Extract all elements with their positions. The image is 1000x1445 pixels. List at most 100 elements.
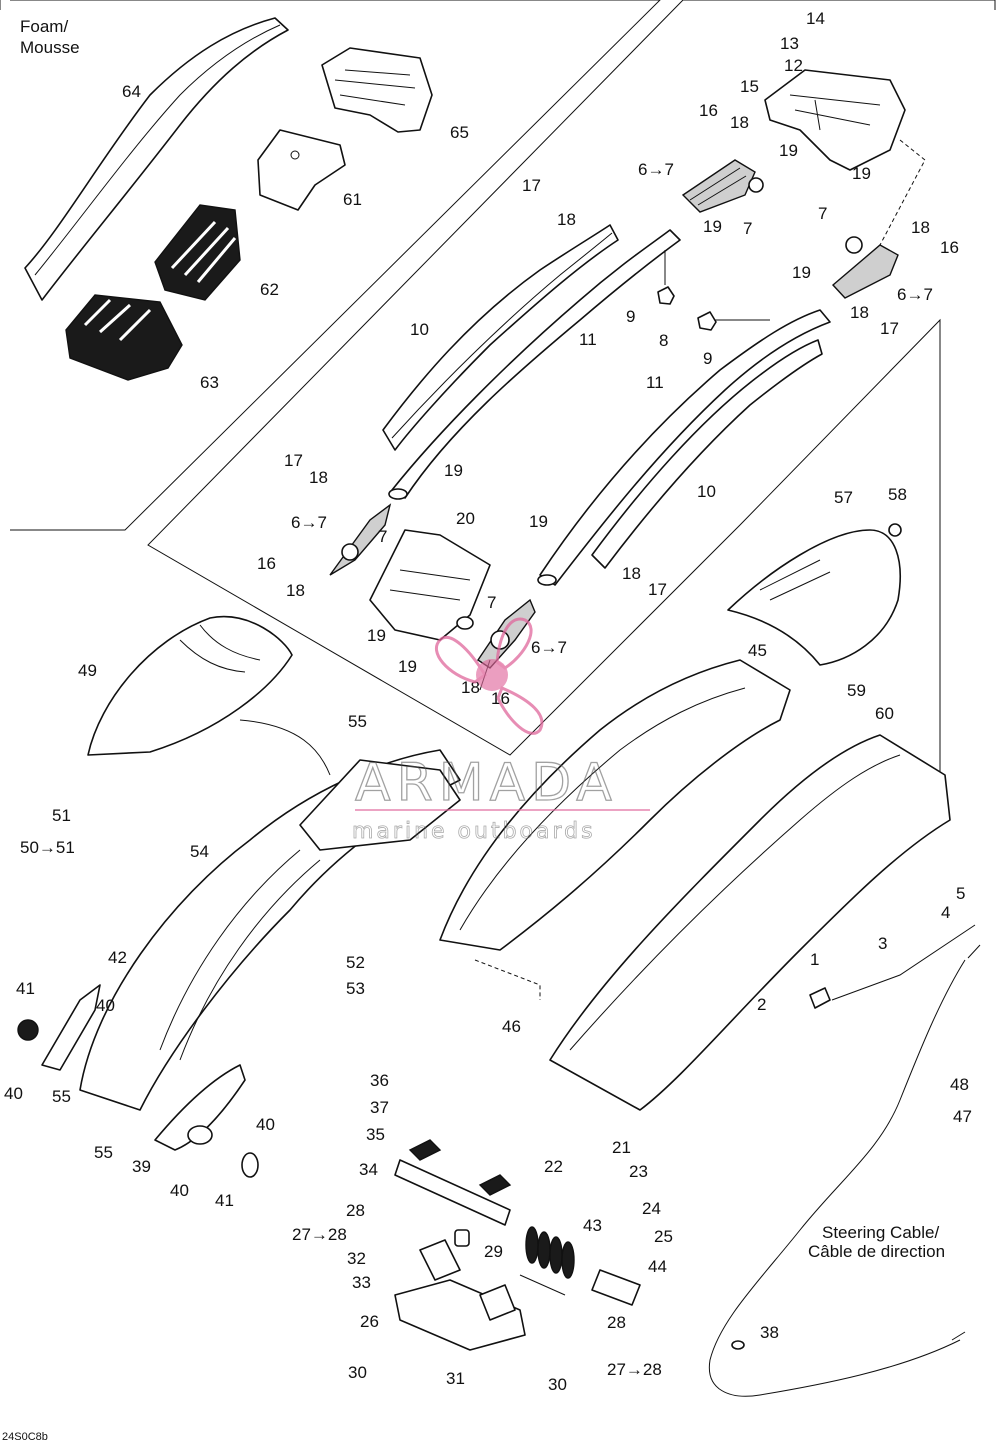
callout: 11 [579,330,597,349]
callout: 35 [366,1125,385,1144]
callout: 17 [284,451,303,470]
callout: 57 [834,488,853,507]
part-15-plate [764,69,906,171]
callout: 13 [780,34,799,53]
callout: 18 [622,564,641,583]
part-44-tube [591,1269,641,1306]
callout: 30 [348,1363,367,1382]
callout: 40 [256,1115,275,1134]
callout: 9 [626,307,635,326]
callout: 45 [748,641,767,660]
callout: 41 [16,979,35,998]
callout: 18 [850,303,869,322]
part-6-bracket-upper [681,159,756,213]
callout: 17 [522,176,541,195]
part-55-panel [299,759,461,851]
callout: 18 [286,581,305,600]
callout: 7 [378,527,387,546]
callout: 23 [629,1162,648,1181]
part-3-rod [831,924,976,1001]
callout: 15 [740,77,759,96]
callout: 61 [343,190,362,209]
callout: 64 [122,82,141,101]
part-1-pivot [809,987,831,1009]
callout: 42 [108,948,127,967]
callout: 6→7 [638,160,674,179]
callout: 51 [52,806,71,825]
callout: 30 [548,1375,567,1394]
part-61-foam-block [257,129,346,211]
callout: 24 [642,1199,661,1218]
callout: 18 [730,113,749,132]
callout: 11 [646,373,664,392]
callout: 29 [484,1242,503,1261]
part-41-wheel-a [17,1019,39,1041]
callout: 28 [607,1313,626,1332]
callout: 55 [348,712,367,731]
foam-parts [24,17,433,381]
callout: 38 [760,1323,779,1342]
callout: 58 [888,485,907,504]
part-11-tube-upper [391,229,681,499]
callout: 50→51 [20,838,75,857]
callout: 2 [757,995,766,1014]
callout: 19 [398,657,417,676]
part-49-hood [87,615,293,756]
part-64-foam-strip [24,17,289,301]
part-42-bracket [41,984,101,1071]
callout: 55 [94,1143,113,1162]
part-main-frame [549,734,951,1111]
callout: 31 [446,1369,465,1388]
callout: 6→7 [291,513,327,532]
callout: 25 [654,1227,673,1246]
part-62-foam-block [154,204,241,301]
part-65-foam-pad [321,47,433,133]
part-26-base [394,1279,526,1351]
part-34-shaft [394,1159,511,1226]
callout: 33 [352,1273,371,1292]
notes: Foam/ Mousse Steering Cable/ Câble de di… [2,17,945,1443]
part-35-clamp-b [478,1174,512,1196]
callout: 18 [911,218,930,237]
callout: 55 [52,1087,71,1106]
callout: 6→7 [531,638,567,657]
callout: 40 [4,1084,23,1103]
callout: 19 [852,164,871,183]
steering-note-en: Steering Cable/ [822,1223,939,1242]
callout: 27→28 [607,1360,662,1379]
callout: 27→28 [292,1225,347,1244]
part-9-clip-a [657,286,675,305]
callout: 28 [346,1201,365,1220]
callout: 37 [370,1098,389,1117]
callout: 14 [806,9,825,28]
callout: 34 [359,1160,378,1179]
callout: 21 [612,1138,631,1157]
watermark-brand: ARMADA [355,753,618,813]
callout: 1 [810,950,819,969]
callout: 4 [941,903,950,922]
callout: 8 [659,331,668,350]
callout: 49 [78,661,97,680]
foam-note-fr: Mousse [20,38,80,57]
callout: 59 [847,681,866,700]
section-frames [0,0,996,800]
callout: 10 [697,482,716,501]
callout: 17 [880,319,899,338]
callout: 54 [190,842,209,861]
part-54-hull [79,749,461,1111]
callout: 44 [648,1257,667,1276]
part-9-clip-b [697,311,717,331]
callout: 16 [940,238,959,257]
part-38-clip [731,1340,745,1350]
part-35-clamp-a [408,1139,442,1161]
frame-parts [329,69,906,669]
callout: 12 [784,56,803,75]
part-10-rail-lower [591,339,823,569]
part-6-bracket-right [831,244,899,299]
callout: 6→7 [897,285,933,304]
callout: 22 [544,1157,563,1176]
callout: 36 [370,1071,389,1090]
callout: 62 [260,280,279,299]
callout: 60 [875,704,894,723]
callout: 32 [347,1249,366,1268]
